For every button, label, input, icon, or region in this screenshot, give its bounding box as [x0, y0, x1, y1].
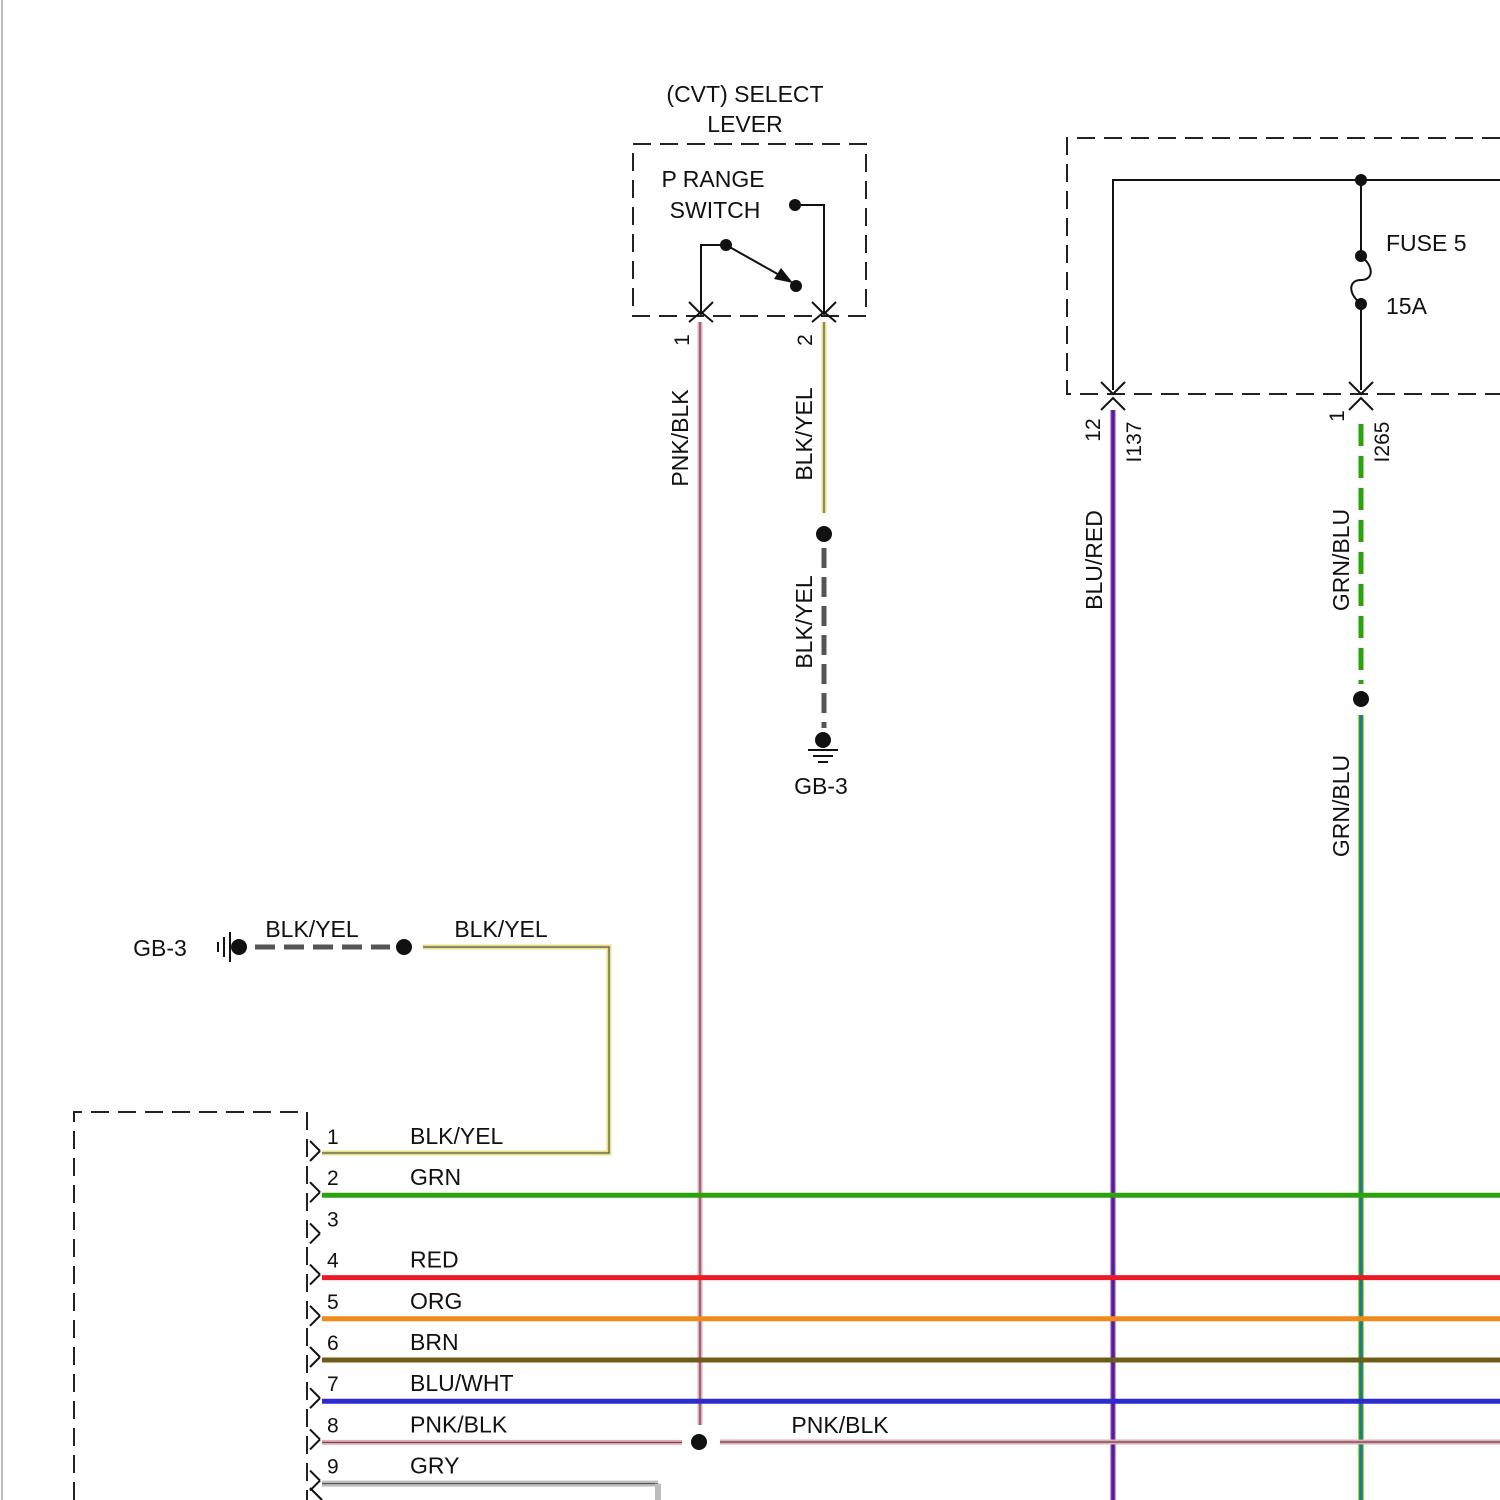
- pin-6-number: 6: [327, 1332, 339, 1355]
- pin-6-connector-mark: [310, 1347, 320, 1367]
- pin-3-connector-mark: [310, 1223, 320, 1243]
- connector-pin-labels: 1 BLK/YEL 2 GRN 3 4 RED 5 ORG 6 BRN 7 BLU/WHT 8 PNK/BL…: [310, 1123, 514, 1491]
- pin-9-number: 9: [327, 1456, 339, 1479]
- connector-pin-wires: [322, 1195, 1500, 1500]
- left-component-outline: [74, 1112, 307, 1500]
- pin-8-connector-mark: [310, 1429, 320, 1449]
- pin-4-wire-name: RED: [410, 1247, 459, 1273]
- ground-symbol-gb3-left: [218, 932, 247, 962]
- ground-label-gb3-left: GB-3: [133, 935, 187, 961]
- ground-label-gb3-upper: GB-3: [794, 773, 848, 799]
- wire-label-blk-yel-solid: BLK/YEL: [454, 916, 548, 942]
- p-range-switch-line1: P RANGE: [661, 166, 764, 192]
- pin-4-connector-mark: [310, 1265, 320, 1285]
- splice-dot-blk-yel: [816, 526, 832, 542]
- fuse-rating-label: 15A: [1386, 293, 1428, 319]
- pin-9-wire-name: GRY: [410, 1453, 459, 1479]
- wire-label-blu-red: BLU/RED: [1081, 510, 1107, 610]
- pin-1-connector-mark: [310, 1141, 320, 1161]
- pin10-connector-mark: [310, 1488, 322, 1500]
- wire-label-blk-yel-dashed: BLK/YEL: [265, 916, 359, 942]
- splice-dot-left: [396, 939, 412, 955]
- wire-label-grn-blu-lower: GRN/BLU: [1328, 755, 1354, 857]
- pin-5-number: 5: [327, 1291, 339, 1314]
- pin-9-connector-mark: [310, 1471, 320, 1491]
- pin-2-wire-name: GRN: [410, 1164, 461, 1190]
- fuse-icon: [1351, 256, 1371, 304]
- i137-pin-label: 12: [1082, 418, 1105, 441]
- i265-connector-label: I265: [1371, 422, 1394, 463]
- i137-connector-label: I137: [1123, 422, 1146, 463]
- pin-2-connector-mark: [310, 1182, 320, 1202]
- pin-7-wire-name: BLU/WHT: [410, 1370, 514, 1396]
- i265-pin-label: 1: [1326, 410, 1349, 422]
- fuse-box-component: FUSE 5 15A 12 I137 1 I265: [1067, 138, 1500, 462]
- switch-contact-dot: [790, 280, 802, 292]
- pin-5-connector-mark: [310, 1306, 320, 1326]
- pin-2-number: 2: [327, 1167, 339, 1190]
- wire-label-blk-yel-upper: BLK/YEL: [791, 387, 817, 481]
- lever-pin2-label: 2: [794, 334, 817, 346]
- lever-pin1-label: 1: [671, 334, 694, 346]
- splice-dot-grn-blu: [1353, 691, 1369, 707]
- pin-7-number: 7: [327, 1373, 339, 1396]
- splice-dot-pin8: [691, 1434, 707, 1450]
- pin-8-number: 8: [327, 1414, 339, 1437]
- switch-left-lead: [701, 245, 726, 312]
- fuse-box-bus-line: [1113, 180, 1500, 390]
- select-lever-component: (CVT) SELECT LEVER P RANGE SWITCH 1 2: [633, 81, 866, 346]
- pin-6-wire-name: BRN: [410, 1329, 459, 1355]
- pin-4-number: 4: [327, 1250, 339, 1273]
- switch-blade-arrow: [774, 268, 793, 283]
- pin-5-wire-name: ORG: [410, 1288, 462, 1314]
- wire-label-pin8-continuation: PNK/BLK: [791, 1412, 889, 1438]
- wire-label-pnk-blk-vertical: PNK/BLK: [667, 389, 693, 487]
- wire-label-blk-yel-lower: BLK/YEL: [791, 575, 817, 669]
- pin-8-wire-name: PNK/BLK: [410, 1411, 508, 1437]
- p-range-switch-line2: SWITCH: [670, 197, 761, 223]
- wire-label-grn-blu-upper: GRN/BLU: [1328, 509, 1354, 611]
- pin-1-number: 1: [327, 1126, 339, 1149]
- select-lever-title-line1: (CVT) SELECT: [666, 81, 823, 107]
- pin-1-wire-name: BLK/YEL: [410, 1123, 504, 1149]
- fuse-name-label: FUSE 5: [1386, 230, 1467, 256]
- ground-symbol-gb3-upper: [808, 732, 838, 762]
- select-lever-title-line2: LEVER: [707, 111, 782, 137]
- pin-3-number: 3: [327, 1208, 339, 1231]
- fuse-box-outline: [1067, 138, 1500, 394]
- pin-7-connector-mark: [310, 1388, 320, 1408]
- switch-right-lead: [795, 205, 824, 312]
